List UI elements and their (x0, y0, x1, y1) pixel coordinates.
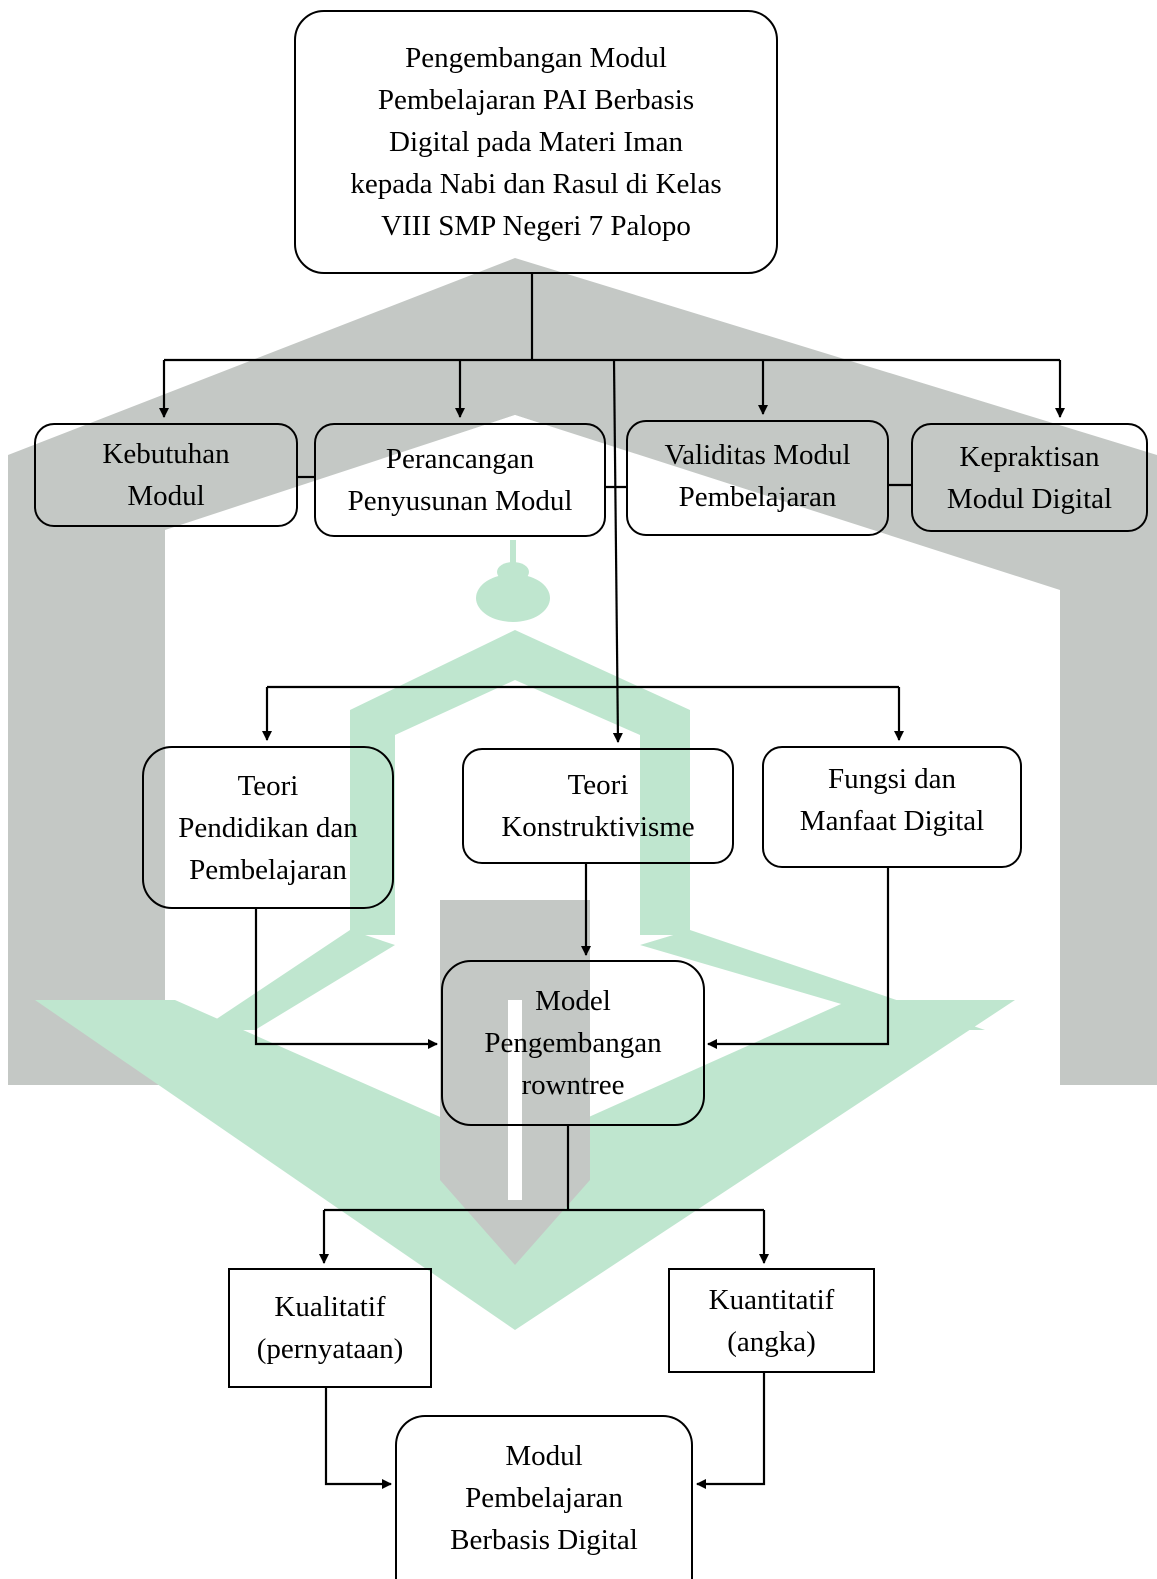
final-modul-box: Modul Pembelajaran Berbasis Digital (395, 1415, 693, 1579)
arrow-kuantitatif-to-final (696, 1373, 766, 1489)
model-pengembangan-text: Model Pengembangan rowntree (484, 985, 662, 1101)
kebutuhan-modul-text: Kebutuhan Modul (102, 438, 230, 512)
teori-pendidikan-box: Teori Pendidikan dan Pembelajaran (142, 746, 394, 909)
validitas-text: Validitas Modul Pembelajaran (664, 439, 851, 513)
watermark-green-wing-left (200, 930, 395, 1030)
teori-pendidikan-text: Teori Pendidikan dan Pembelajaran (178, 769, 358, 886)
perancangan-text: Perancangan Penyusunan Modul (347, 443, 573, 517)
teori-konstruktivisme-text: Teori Konstruktivisme (501, 769, 695, 843)
watermark-pen-slit (508, 1000, 522, 1200)
kuantitatif-box: Kuantitatif (angka) (668, 1268, 875, 1373)
title-box: Pengembangan Modul Pembelajaran PAI Berb… (294, 10, 778, 274)
watermark-dome (476, 574, 550, 622)
final-modul-text: Modul Pembelajaran Berbasis Digital (450, 1440, 638, 1556)
arrow-kualitatif-to-final (324, 1388, 392, 1489)
fungsi-manfaat-box: Fungsi dan Manfaat Digital (762, 746, 1022, 868)
arrow-fungsi-to-model (707, 868, 890, 1049)
kepraktisan-text: Kepraktisan Modul Digital (946, 440, 1113, 515)
kualitatif-text: Kualitatif (pernyataan) (256, 1291, 404, 1365)
model-pengembangan-box: Model Pengembangan rowntree (441, 960, 705, 1126)
kuantitatif-text: Kuantitatif (angka) (708, 1283, 835, 1358)
watermark-green-wing-right (640, 930, 985, 1030)
watermark-dome-top (497, 562, 529, 582)
watermark-gray-frame (8, 258, 1157, 1085)
arrow-pendidikan-to-model (254, 909, 438, 1049)
kepraktisan-box: Kepraktisan Modul Digital (911, 423, 1148, 532)
teori-konstruktivisme-box: Teori Konstruktivisme (462, 748, 734, 864)
watermark-green-arch (350, 630, 690, 935)
watermark-finial (510, 540, 516, 570)
validitas-box: Validitas Modul Pembelajaran (626, 420, 889, 536)
arrow-to-konstruktivisme (612, 359, 623, 743)
kualitatif-box: Kualitatif (pernyataan) (228, 1268, 432, 1388)
title-box-text: Pengembangan Modul Pembelajaran PAI Berb… (350, 42, 722, 242)
kebutuhan-modul-box: Kebutuhan Modul (34, 423, 298, 527)
fungsi-manfaat-text: Fungsi dan Manfaat Digital (799, 763, 985, 837)
perancangan-box: Perancangan Penyusunan Modul (314, 423, 606, 537)
